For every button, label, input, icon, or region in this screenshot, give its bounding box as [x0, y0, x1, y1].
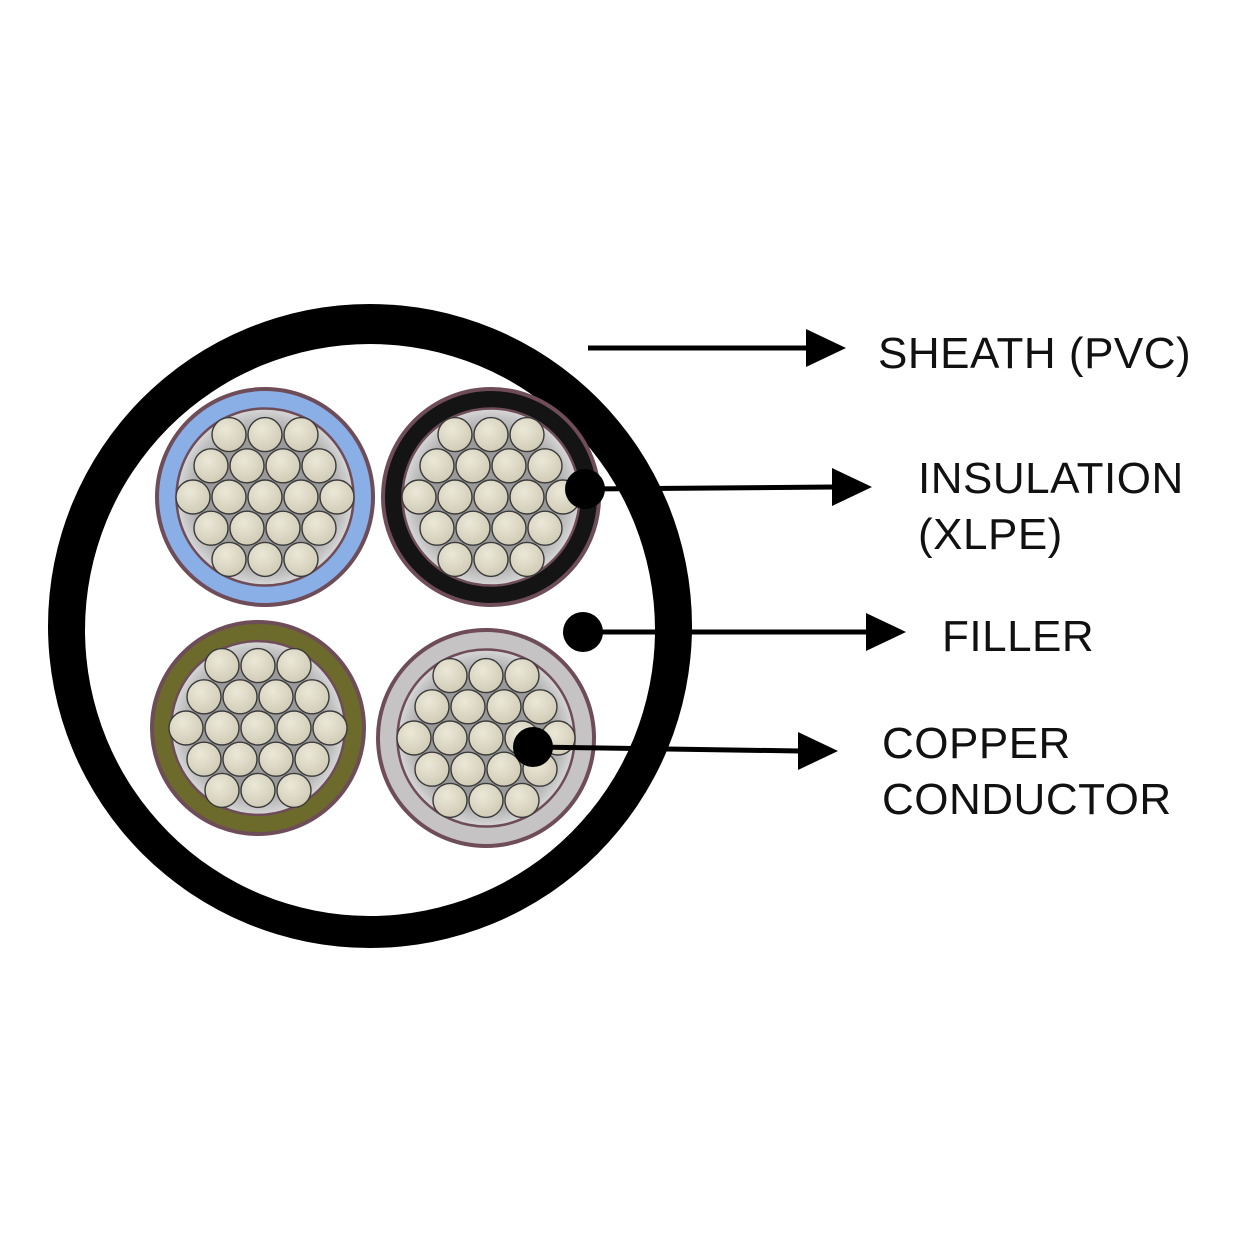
copper-strand	[473, 416, 509, 453]
copper-strand	[240, 710, 276, 746]
grey-core	[376, 628, 596, 848]
leader-filler	[563, 612, 906, 652]
copper-strand	[432, 720, 468, 756]
copper-strand	[473, 479, 509, 515]
copper-strand	[283, 416, 319, 453]
leader-conductor	[513, 727, 838, 770]
copper-strand	[294, 741, 330, 777]
copper-strand	[240, 647, 276, 684]
copper-strand	[509, 541, 545, 578]
copper-strand	[211, 479, 247, 515]
copper-strand	[522, 689, 558, 725]
copper-strand	[240, 772, 276, 809]
leader-sheath	[588, 329, 846, 367]
copper-strand	[468, 657, 504, 694]
copper-strand	[491, 510, 527, 546]
copper-strand	[204, 647, 240, 684]
blue-core	[155, 387, 375, 607]
copper-strand	[283, 479, 319, 515]
copper-strand	[432, 782, 468, 819]
copper-strand	[193, 448, 229, 484]
copper-strand	[414, 751, 450, 787]
copper-strand	[486, 751, 522, 787]
conductor-label-line1: COPPER	[882, 719, 1071, 768]
copper-strand	[229, 510, 265, 546]
sheath-label: SHEATH (PVC)	[878, 329, 1192, 378]
copper-strand	[527, 448, 563, 484]
insulation-label-line2: (XLPE)	[918, 510, 1063, 559]
copper-strand	[247, 541, 283, 578]
copper-strand	[509, 479, 545, 515]
copper-strand	[204, 772, 240, 809]
leader-insulation	[565, 468, 872, 509]
copper-strand	[247, 416, 283, 453]
copper-strand	[265, 510, 301, 546]
insulation-label-line1: INSULATION	[918, 454, 1184, 503]
copper-strand	[437, 416, 473, 453]
copper-strand	[276, 647, 312, 684]
black-core	[381, 387, 601, 607]
copper-strand	[211, 541, 247, 578]
copper-strand	[437, 479, 473, 515]
copper-strand	[168, 710, 204, 746]
copper-strand	[222, 679, 258, 715]
copper-strand	[276, 710, 312, 746]
copper-strand	[455, 510, 491, 546]
copper-strand	[229, 448, 265, 484]
copper-strand	[276, 772, 312, 809]
copper-strand	[419, 510, 455, 546]
copper-strand	[450, 751, 486, 787]
copper-strand	[401, 479, 437, 515]
copper-strand	[486, 689, 522, 725]
copper-strand	[222, 741, 258, 777]
copper-strand	[396, 720, 432, 756]
copper-strand	[319, 479, 355, 515]
copper-strand	[414, 689, 450, 725]
copper-strand	[437, 541, 473, 578]
copper-strand	[294, 679, 330, 715]
copper-strand	[312, 710, 348, 746]
copper-strand	[175, 479, 211, 515]
olive-core	[150, 620, 366, 836]
copper-strand	[258, 679, 294, 715]
copper-strand	[432, 657, 468, 694]
copper-strand	[468, 720, 504, 756]
copper-strand	[186, 741, 222, 777]
copper-strand	[265, 448, 301, 484]
copper-strand	[301, 448, 337, 484]
copper-strand	[450, 689, 486, 725]
copper-strand	[455, 448, 491, 484]
copper-strand	[504, 657, 540, 694]
copper-strand	[193, 510, 229, 546]
filler-label: FILLER	[942, 612, 1095, 661]
copper-strand	[473, 541, 509, 578]
copper-strand	[468, 782, 504, 819]
copper-strand	[247, 479, 283, 515]
copper-strand	[509, 416, 545, 453]
copper-strand	[301, 510, 337, 546]
copper-strand	[258, 741, 294, 777]
conductor-label-line2: CONDUCTOR	[882, 775, 1172, 824]
copper-strand	[491, 448, 527, 484]
copper-strand	[204, 710, 240, 746]
copper-strand	[186, 679, 222, 715]
copper-strand	[283, 541, 319, 578]
copper-strand	[527, 510, 563, 546]
copper-strand	[419, 448, 455, 484]
copper-strand	[504, 782, 540, 819]
copper-strand	[211, 416, 247, 453]
